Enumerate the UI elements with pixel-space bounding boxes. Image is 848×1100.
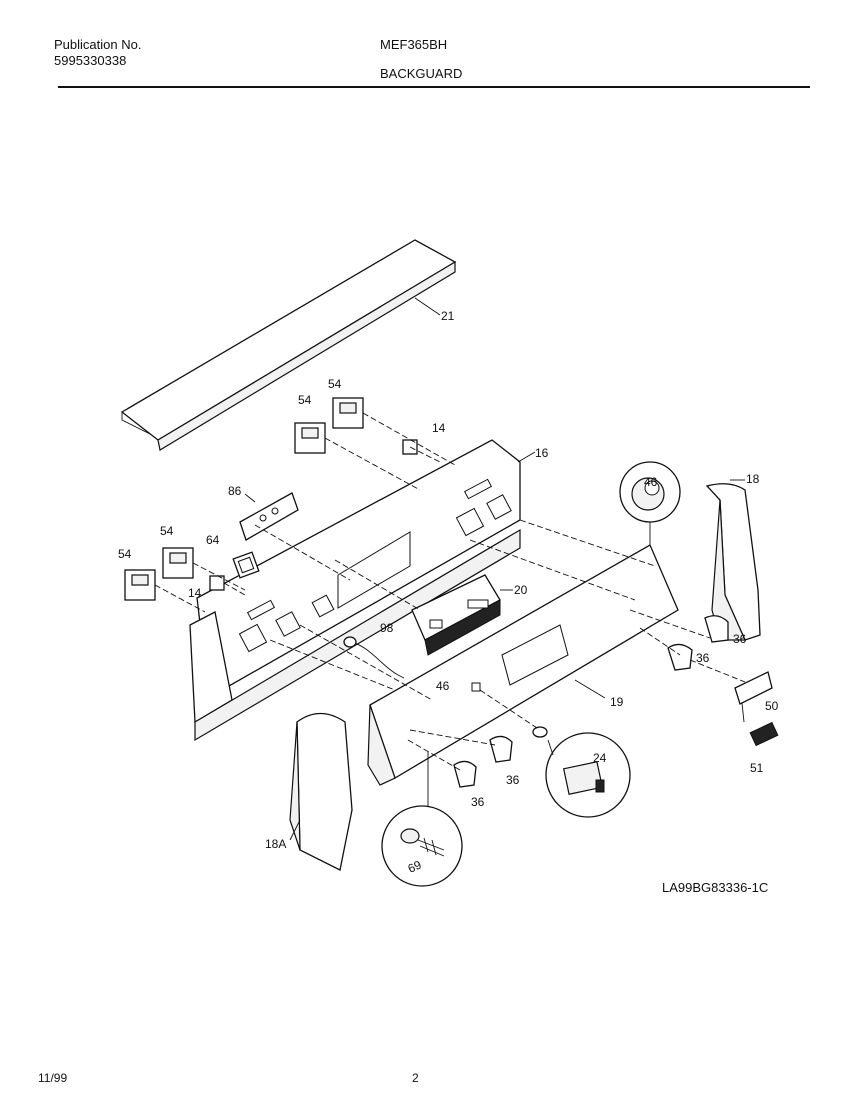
part-64-bracket: [232, 551, 260, 579]
callout-24: 24: [593, 751, 607, 765]
callout-36: 36: [471, 795, 485, 809]
part-46-detail-circle: [619, 461, 681, 545]
publication-label: Publication No.: [54, 37, 142, 52]
model-number: MEF365BH: [380, 37, 448, 52]
part-20-clock: [411, 574, 513, 656]
callout-98: 98: [380, 621, 394, 635]
part-36-knob: [453, 760, 477, 788]
callout-36: 36: [506, 773, 520, 787]
callout-20: 20: [514, 583, 528, 597]
part-36-knob: [704, 615, 729, 643]
part-98-wire-plug: [343, 636, 357, 648]
assembly-lines: [154, 412, 746, 771]
callout-18: 18: [746, 472, 760, 486]
part-51-grille: [749, 721, 779, 747]
publication-number: 5995330338: [54, 53, 127, 68]
part-18a-left-end-cap: [289, 712, 353, 871]
callout-64: 64: [206, 533, 220, 547]
page-number: 2: [412, 1071, 419, 1085]
part-86-plate: [239, 492, 299, 541]
section-title: BACKGUARD: [380, 66, 463, 81]
part-24-detail-circle: [532, 726, 631, 818]
callout-54: 54: [160, 524, 174, 538]
footer-date: 11/99: [38, 1071, 68, 1085]
part-21-top-trim: [120, 239, 457, 451]
part-54-switch: [332, 397, 364, 429]
callout-19: 19: [610, 695, 624, 709]
header-rule: [58, 86, 810, 88]
part-54-switch: [124, 569, 156, 601]
callout-86: 86: [228, 484, 242, 498]
callout-54: 54: [118, 547, 132, 561]
callout-18a: 18A: [265, 837, 286, 851]
part-69-detail-circle: [381, 752, 463, 887]
callout-69: 69: [406, 857, 424, 875]
part-54-switch: [294, 422, 326, 454]
callouts: 21 54 54 14 16 86 64 54 54 14 46 18 20 9…: [118, 309, 779, 876]
part-36-knob: [489, 735, 513, 763]
part-50-bracket: [734, 671, 773, 723]
callout-54: 54: [328, 377, 342, 391]
part-36-knob: [667, 643, 693, 671]
callout-14: 14: [432, 421, 446, 435]
part-18-right-end-cap: [705, 479, 761, 641]
callout-36: 36: [733, 632, 747, 646]
callout-46: 46: [436, 679, 450, 693]
callout-36: 36: [696, 651, 710, 665]
callout-14: 14: [188, 586, 202, 600]
part-16-rear-panel: [189, 439, 536, 742]
reference-code: LA99BG83336-1C: [662, 880, 768, 895]
callout-46: 46: [644, 475, 658, 489]
callout-54: 54: [298, 393, 312, 407]
callout-21: 21: [441, 309, 455, 323]
callout-16: 16: [535, 446, 549, 460]
callout-50: 50: [765, 699, 779, 713]
part-19-control-panel: [367, 544, 679, 786]
part-54-switch: [162, 547, 194, 579]
callout-51: 51: [750, 761, 764, 775]
